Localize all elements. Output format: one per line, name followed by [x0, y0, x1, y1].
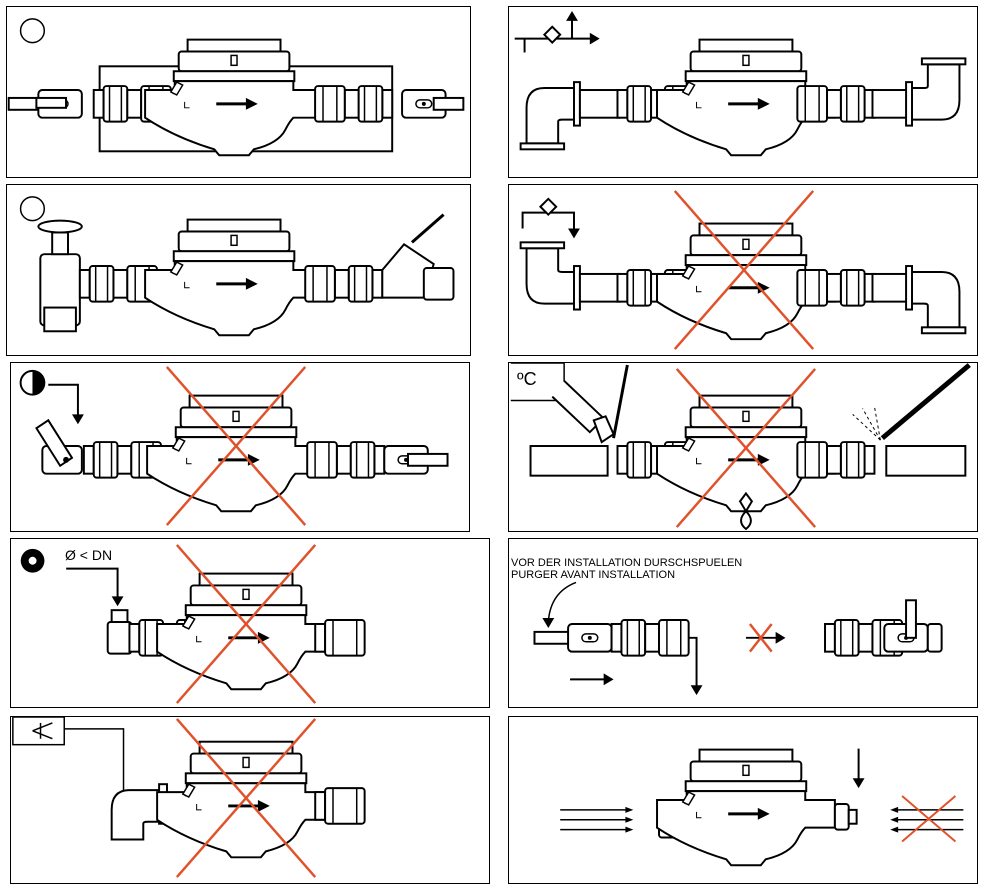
- panel-flow-direction: [508, 716, 978, 884]
- panel-welding-wrong: ºC: [508, 362, 978, 532]
- half-circle-icon: [19, 369, 46, 396]
- panel-siphon-wrong: [508, 184, 978, 356]
- half-closed-valve-diagram: [19, 365, 449, 527]
- strainer: [381, 213, 455, 301]
- no-flow-icon: [745, 623, 786, 653]
- siphon-diagram: [519, 189, 967, 351]
- reduced-diameter-diagram: [20, 543, 366, 705]
- temperature-label: ºC: [517, 369, 537, 389]
- flush-instruction-de: VOR DER INSTALLATION DURSCHSPUELEN: [511, 557, 743, 569]
- empty-circle-icon: [19, 18, 46, 44]
- reverse-flow-crossed-icon: [890, 795, 964, 843]
- elbow-diagram: [514, 10, 967, 157]
- flow-direction-diagram: [560, 748, 964, 867]
- elbow-angle-diagram: [12, 717, 366, 879]
- flush-instruction-fr: PURGER AVANT INSTALLATION: [511, 569, 676, 581]
- flush-diagram: [533, 581, 943, 696]
- panel-reduced-diameter-wrong: Ø < DN: [10, 538, 490, 708]
- panel-valve-half-closed-wrong: [10, 362, 470, 532]
- panel-bypass-installation: [6, 6, 471, 178]
- gate-valve-arrow-icon: [514, 10, 600, 53]
- angle-icon: [12, 717, 65, 746]
- panel-strainer-installation: [6, 184, 471, 356]
- gate-valve: [37, 219, 83, 333]
- empty-circle-icon: [19, 196, 46, 222]
- strainer-diagram: [19, 196, 455, 337]
- bypass-diagram: [7, 18, 465, 157]
- diameter-label: Ø < DN: [65, 547, 113, 563]
- welding-diagram: [510, 363, 971, 531]
- siphon-arrow-icon: [521, 197, 580, 239]
- filled-circle-icon: [20, 548, 45, 573]
- panel-elbow-angle-wrong: [10, 716, 490, 884]
- flow-lines-icon: [560, 806, 634, 833]
- panel-horizontal-elbows: [508, 6, 978, 178]
- panel-flush-before-installation: VOR DER INSTALLATION DURSCHSPUELEN PURGE…: [508, 538, 978, 708]
